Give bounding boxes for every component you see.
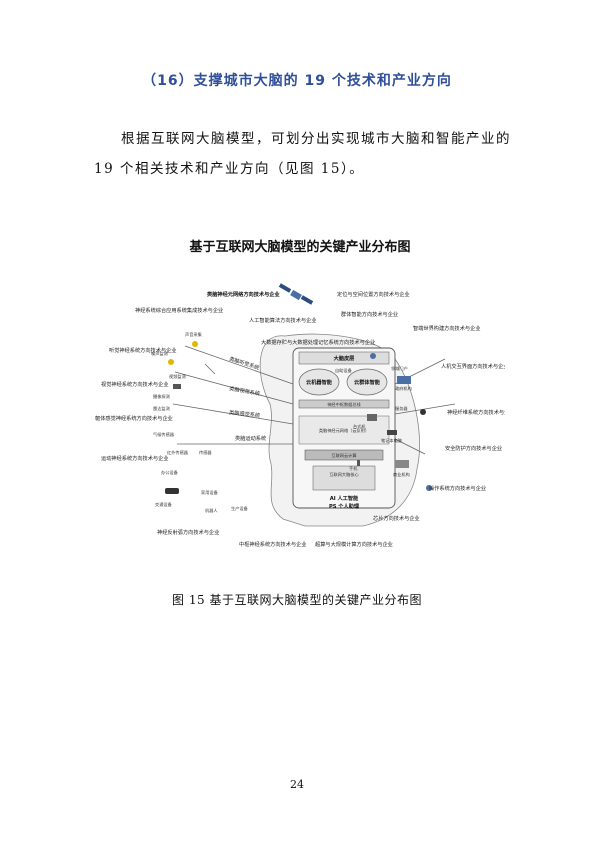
node-home: 家用设备 xyxy=(201,489,219,496)
dir-label-18: 超算与大规模计算方向技术与企业 xyxy=(315,540,393,548)
brain-bottom-label: 互联网云计算 xyxy=(331,452,356,459)
brain-ai-label: AI 人工智能 xyxy=(330,494,359,502)
node-portal: 领域门户 xyxy=(391,365,408,372)
dir-label-15: 芯片方向技术与企业 xyxy=(373,514,420,522)
brain-core-label: 互联网大脑核心 xyxy=(329,471,359,478)
node-gov: 政府机构 xyxy=(395,385,412,392)
fiber-somatic: 类脑感觉系统 xyxy=(229,408,261,419)
dir-label-2: 神经系统综合应用系统集成技术与企业 xyxy=(135,306,223,314)
cloud-right-label: 云群体智能 xyxy=(354,378,381,386)
section-title: （16）支撑城市大脑的 19 个技术和产业方向 xyxy=(142,73,452,89)
dir-label-5: 智端世界构建方向技术与企业 xyxy=(413,324,480,332)
node-business: 商业机构 xyxy=(393,471,410,478)
dir-label-16: 神经反射弧方向技术与企业 xyxy=(157,528,219,536)
node-office: 办公设备 xyxy=(161,469,179,476)
dir-label-0: 类脑神经元网络方向技术与企业 xyxy=(207,290,280,298)
dir-label-3: 人工智能算法方向技术与企业 xyxy=(249,316,316,324)
fiber-auditory: 类脑听觉系统 xyxy=(228,354,260,371)
dir-label-12: 安全防护方向技术与企业 xyxy=(445,444,502,452)
dir-label-4: 群体智能方向技术与企业 xyxy=(341,310,398,318)
brain-top-label: 大脑皮层 xyxy=(334,354,355,362)
figure-caption: 图 15 基于互联网大脑模型的关键产业分布图 xyxy=(172,593,422,607)
fiber-visual: 类脑视觉系统 xyxy=(229,384,261,397)
pc-icon xyxy=(367,414,377,421)
node-traffic: 交通设备 xyxy=(155,501,173,508)
node-surveillance: 视频监测 xyxy=(169,373,186,380)
dir-label-14: 操作系统方向技术与企业 xyxy=(429,484,486,492)
brain-ps-label: PS 个人助理 xyxy=(329,502,360,510)
node-radar: 雷达监测 xyxy=(153,405,170,412)
sound-node-icon xyxy=(192,341,198,347)
brain-core xyxy=(312,465,376,491)
cloud-right xyxy=(346,368,388,396)
business-icon xyxy=(395,460,409,468)
brain-top-band xyxy=(298,351,390,365)
phone-icon xyxy=(357,460,360,466)
satellite-icon xyxy=(278,283,314,305)
node-robot: 机器人 xyxy=(205,507,218,514)
group-icon xyxy=(420,409,426,415)
brain-bus xyxy=(298,399,390,409)
brain-bus-label: 神经中枢数据总线 xyxy=(327,401,361,408)
node-kiosk: 自助设备 xyxy=(335,367,353,374)
figure: 基于互联网大脑模型的关键产业分布图 大脑皮层 云机器智能 云群体智能 神经中枢数… xyxy=(95,236,505,566)
dir-label-13: 运动神经系统方向技术与企业 xyxy=(101,454,168,462)
dir-label-10: 神经纤维系统方向技术与企业 xyxy=(447,408,505,416)
brain-mid-label: 类脑神经元网络（云反射） xyxy=(319,427,369,434)
page-number: 24 xyxy=(290,778,304,791)
node-server: 服务器 xyxy=(395,405,408,412)
industry-distribution-diagram: 大脑皮层 云机器智能 云群体智能 神经中枢数据总线 类脑神经元网络（云反射） 互… xyxy=(95,283,505,548)
user-icon xyxy=(426,485,432,491)
brain-bottom xyxy=(304,449,384,461)
person-icon xyxy=(370,353,376,359)
cloud-left xyxy=(298,368,340,396)
body-paragraph: 根据互联网大脑模型，可划分出实现城市大脑和智能产业的 19 个相关技术和产业方向… xyxy=(94,131,511,177)
node-sensor1: 红外传感器 xyxy=(167,449,189,456)
node-sound: 声音采集 xyxy=(185,331,203,338)
laptop-icon xyxy=(387,430,397,435)
cloud-left-label: 云机器智能 xyxy=(306,378,333,386)
node-sensor2: 传感器 xyxy=(199,449,212,456)
node-noise: 噪声监测 xyxy=(151,350,168,357)
dir-label-11: 躯体感觉神经系统方向技术与企业 xyxy=(95,414,173,422)
dir-label-6: 大数据存贮与大数据处理记忆系统方向技术与企业 xyxy=(261,338,375,346)
fiber-motor: 类脑运动系统 xyxy=(235,434,266,442)
noise-node-icon xyxy=(168,359,174,365)
gov-icon xyxy=(397,376,411,384)
dir-label-7: 听觉神经系统方向技术与企业 xyxy=(109,346,176,354)
node-weather: 气候传感器 xyxy=(153,431,175,438)
figure-title: 基于互联网大脑模型的关键产业分布图 xyxy=(189,240,411,255)
dir-label-9: 视觉神经系统方向技术与企业 xyxy=(101,380,168,388)
dir-label-17: 中枢神经系统方向技术与企业 xyxy=(239,540,306,548)
dir-label-8: 人机交互界面方向技术与企业 xyxy=(441,362,505,370)
video-node-icon xyxy=(173,384,181,389)
node-pc: 台式机 xyxy=(353,423,366,430)
dir-label-1: 定位与空间位置方向技术与企业 xyxy=(337,290,410,298)
node-camera-probe: 摄像探测 xyxy=(153,393,170,400)
node-phone: 手机 xyxy=(349,465,358,472)
node-production: 生产设备 xyxy=(231,505,249,512)
car-icon xyxy=(165,488,179,494)
node-laptop: 笔记本电脑 xyxy=(381,437,402,444)
